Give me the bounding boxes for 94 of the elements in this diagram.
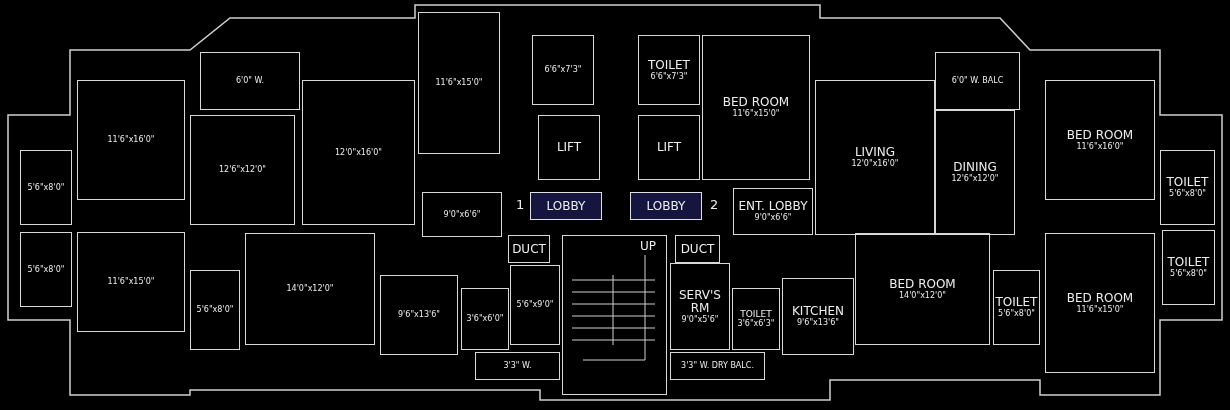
room-dimensions: 5'6"x8'0" — [196, 305, 234, 315]
lobby-number: 1 — [516, 197, 525, 212]
room-name: LIFT — [556, 141, 582, 154]
room-area — [510, 265, 560, 345]
room-name: BED ROOM — [889, 277, 956, 291]
room-dimensions: 9'0"x6'6" — [443, 209, 481, 220]
room-area — [993, 270, 1040, 345]
room-area — [380, 275, 458, 355]
room-name: KITCHEN — [792, 305, 844, 318]
room-area — [935, 110, 1015, 235]
room-area — [702, 35, 810, 180]
room-area — [1045, 80, 1155, 200]
balcony-area — [935, 52, 1020, 110]
room-name: SERV'S RM — [678, 288, 722, 315]
room-name: BED ROOM — [1066, 291, 1134, 305]
room-name: UP — [639, 240, 656, 253]
room-area — [77, 232, 185, 332]
room-dimensions: 9'6"x13'6" — [398, 310, 440, 320]
lobby-number: 2 — [710, 197, 719, 212]
room-area — [461, 288, 509, 350]
room-name: BED ROOM — [1066, 128, 1134, 142]
room-dimensions: 11'6"x15'0" — [107, 277, 155, 287]
room-area — [418, 12, 500, 154]
room-dimensions: 11'6"x16'0" — [107, 135, 155, 145]
room-dimensions: 5'6"x8'0" — [1169, 189, 1206, 199]
room-name: LIVING — [854, 146, 896, 159]
room-name: TOILET — [1167, 256, 1210, 269]
room-area — [20, 150, 72, 225]
lobby-area — [530, 192, 602, 220]
room-dimensions: 14'0"x12'0" — [899, 290, 946, 301]
room-area — [302, 80, 415, 225]
room-dimensions: 6'6"x7'3" — [650, 71, 688, 82]
room-dimensions: 12'6"x12'0" — [219, 165, 266, 175]
duct-area — [508, 235, 550, 263]
room-dimensions: 6'6"x7'3" — [544, 65, 582, 75]
duct-area — [675, 235, 720, 263]
room-dimensions: 3'6"x6'0" — [466, 314, 504, 324]
room-dimensions: 3'3" W. — [503, 361, 532, 371]
room-area — [20, 232, 72, 307]
room-dimensions: 3'3" W. DRY BALC. — [681, 361, 754, 371]
lobby-area — [630, 192, 702, 220]
room-name: TOILET — [648, 58, 690, 72]
room-area — [190, 115, 295, 225]
lift-area — [638, 115, 700, 180]
room-area — [782, 278, 854, 355]
room-dimensions: 9'6"x13'6" — [797, 318, 839, 328]
room-area — [1160, 150, 1215, 225]
room-dimensions: 5'6"x8'0" — [998, 309, 1035, 319]
room-dimensions: 12'0"x16'0" — [851, 159, 899, 169]
room-area — [77, 80, 185, 200]
room-area — [855, 233, 990, 345]
room-dimensions: 5'6"x8'0" — [27, 182, 65, 193]
room-area — [638, 35, 700, 105]
room-area — [532, 35, 594, 105]
staircase-area — [562, 235, 667, 395]
room-dimensions: 11'6"x15'0" — [1076, 304, 1124, 315]
room-name: LIFT — [656, 141, 682, 154]
balcony-area — [200, 52, 300, 110]
room-name: TOILET — [740, 309, 772, 319]
room-dimensions: 11'6"x15'0" — [732, 109, 780, 119]
room-dimensions: 11'6"x16'0" — [1076, 141, 1124, 152]
room-dimensions: 6'0" W. BALC — [951, 76, 1004, 86]
lobby-area — [733, 188, 813, 235]
room-area — [1162, 230, 1215, 305]
room-area — [1045, 233, 1155, 373]
room-dimensions: 12'0"x16'0" — [335, 147, 382, 158]
room-name: TOILET — [995, 296, 1038, 309]
room-area — [670, 263, 730, 350]
room-dimensions: 12'6"x12'0" — [951, 174, 999, 184]
balcony-area — [670, 352, 765, 380]
lift-area — [538, 115, 600, 180]
room-dimensions: 11'6"x15'0" — [435, 78, 483, 88]
room-area — [245, 233, 375, 345]
room-area — [422, 192, 502, 237]
balcony-area — [475, 352, 560, 380]
room-dimensions: 3'6"x6'3" — [737, 319, 775, 329]
room-name: DINING — [953, 161, 997, 174]
room-name: ENT. LOBBY — [738, 200, 808, 213]
room-area — [815, 80, 935, 235]
room-dimensions: 6'0" W. — [235, 76, 265, 86]
room-name: TOILET — [1166, 176, 1209, 189]
room-dimensions: 9'0"x5'6" — [681, 314, 719, 325]
room-dimensions: 5'6"x8'0" — [27, 264, 65, 275]
room-area — [732, 288, 780, 350]
room-dimensions: 14'0"x12'0" — [286, 284, 334, 294]
room-dimensions: 5'6"x8'0" — [1170, 269, 1207, 279]
room-name: DUCT — [512, 242, 546, 256]
room-dimensions: 5'6"x9'0" — [516, 300, 554, 310]
room-name: DUCT — [680, 242, 715, 256]
room-name: BED ROOM — [722, 96, 790, 109]
room-name: LOBBY — [646, 199, 686, 213]
room-dimensions: 9'0"x6'6" — [754, 213, 792, 223]
room-area — [190, 270, 240, 350]
room-name: LOBBY — [546, 199, 586, 213]
